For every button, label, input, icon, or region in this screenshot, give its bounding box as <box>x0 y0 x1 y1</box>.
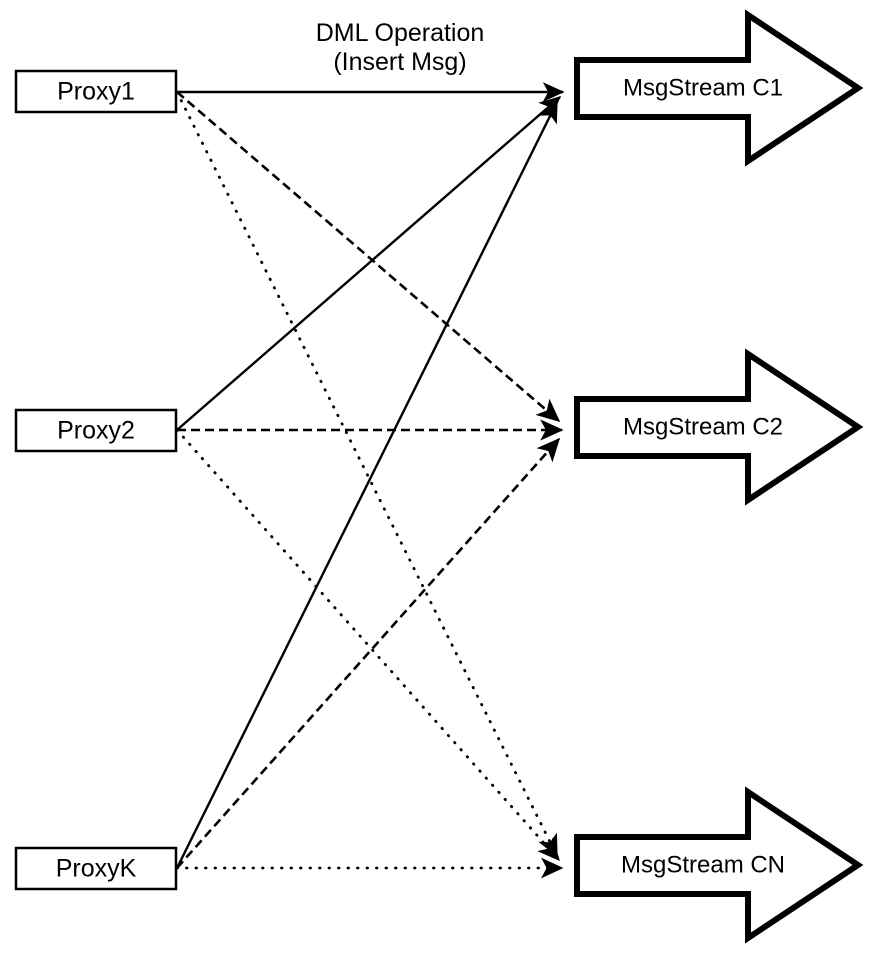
connection-proxy1-to-stream-cn[interactable] <box>175 90 559 858</box>
stream-c1-block-arrow[interactable] <box>574 9 864 167</box>
proxy-node-proxyk[interactable]: ProxyK <box>14 846 178 891</box>
dml-operation-line1: DML Operation <box>316 19 485 47</box>
connection-proxy2-to-stream-c1[interactable] <box>176 96 562 431</box>
stream-cn-label: MsgStream CN <box>621 851 785 878</box>
proxy2-label: Proxy2 <box>57 417 135 445</box>
stream-c1-label: MsgStream C1 <box>623 74 783 101</box>
proxy2-box[interactable] <box>14 408 178 453</box>
connection-proxy1-to-stream-c2[interactable] <box>176 91 561 423</box>
proxy1-label: Proxy1 <box>57 78 135 106</box>
dml-operation-line2: (Insert Msg) <box>333 48 466 76</box>
stream-c2-block-arrow[interactable] <box>574 348 864 506</box>
proxy-nodes: Proxy1 Proxy2 ProxyK <box>14 69 178 891</box>
connection-layer <box>175 82 565 879</box>
stream-c2-label: MsgStream C2 <box>623 413 783 440</box>
dml-operation-annotation: DML Operation (Insert Msg) <box>316 19 485 76</box>
proxyk-box[interactable] <box>14 846 178 891</box>
connection-proxy2-to-stream-cn[interactable] <box>175 428 561 862</box>
msgstream-node-c2[interactable]: MsgStream C2 <box>574 348 864 506</box>
proxy1-box[interactable] <box>14 69 178 114</box>
msgstream-node-c1[interactable]: MsgStream C1 <box>574 9 864 167</box>
connection-proxyk-to-stream-c2[interactable] <box>176 437 561 869</box>
stream-cn-block-arrow[interactable] <box>574 786 864 944</box>
proxy-node-proxy1[interactable]: Proxy1 <box>14 69 178 114</box>
proxyk-label: ProxyK <box>56 855 137 883</box>
connection-proxyk-to-stream-c1[interactable] <box>175 100 559 869</box>
msgstream-node-cn[interactable]: MsgStream CN <box>574 786 864 944</box>
msgstream-nodes: MsgStream C1 MsgStream C2 MsgStream CN <box>574 9 864 944</box>
proxy-node-proxy2[interactable]: Proxy2 <box>14 408 178 453</box>
